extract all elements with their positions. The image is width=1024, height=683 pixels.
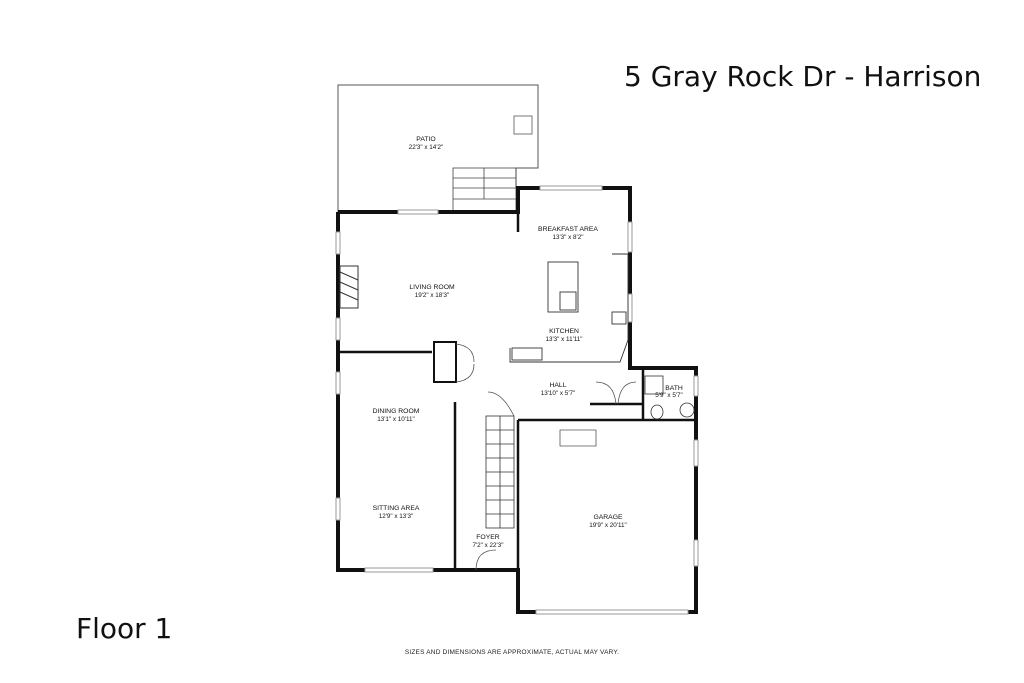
label-garage-name: GARAGE: [593, 514, 623, 521]
label-patio-name: PATIO: [416, 136, 435, 143]
interior-walls: [338, 212, 696, 570]
label-sitting-name: SITTING AREA: [373, 505, 420, 512]
label-kitchen-dim: 13'3" x 11'11": [545, 336, 582, 343]
label-hall-name: HALL: [549, 382, 566, 389]
bath-fixtures: [644, 375, 695, 420]
label-dining-name: DINING ROOM: [373, 408, 420, 415]
label-breakfast-name: BREAKFAST AREA: [538, 226, 598, 233]
closet: [433, 341, 457, 383]
stairs: [485, 415, 515, 529]
label-kitchen-name: KITCHEN: [549, 328, 579, 335]
label-living-dim: 19'2" x 18'3": [415, 292, 450, 299]
floor-label: Floor 1: [76, 612, 173, 645]
patio-steps: [452, 167, 517, 213]
label-foyer-name: FOYER: [476, 534, 500, 541]
address-title: 5 Gray Rock Dr - Harrison: [624, 60, 982, 93]
room-labels: PATIO 22'3" x 14'2" BREAKFAST AREA 13'3"…: [373, 136, 683, 549]
label-hall-dim: 13'10" x 5'7": [541, 390, 576, 397]
windows: [335, 185, 699, 615]
label-breakfast-dim: 13'3" x 8'2": [552, 234, 583, 241]
doors: [455, 343, 637, 571]
exterior-walls: [336, 186, 698, 614]
label-foyer-dim: 7'2" x 22'3": [472, 542, 503, 549]
label-garage-dim: 19'9" x 20'11": [589, 522, 627, 529]
label-sitting-dim: 12'9" x 13'3": [379, 513, 414, 520]
disclaimer-text: SIZES AND DIMENSIONS ARE APPROXIMATE, AC…: [404, 649, 620, 656]
fireplace-icon: [339, 265, 359, 309]
label-bath-dim: 5'9" x 5'7": [655, 392, 683, 399]
kitchen-island: [509, 253, 629, 363]
label-living-name: LIVING ROOM: [409, 284, 455, 291]
label-dining-dim: 13'1" x 10'11": [377, 416, 415, 423]
label-bath-name: BATH: [665, 385, 683, 392]
label-patio-dim: 22'3" x 14'2": [409, 144, 444, 151]
